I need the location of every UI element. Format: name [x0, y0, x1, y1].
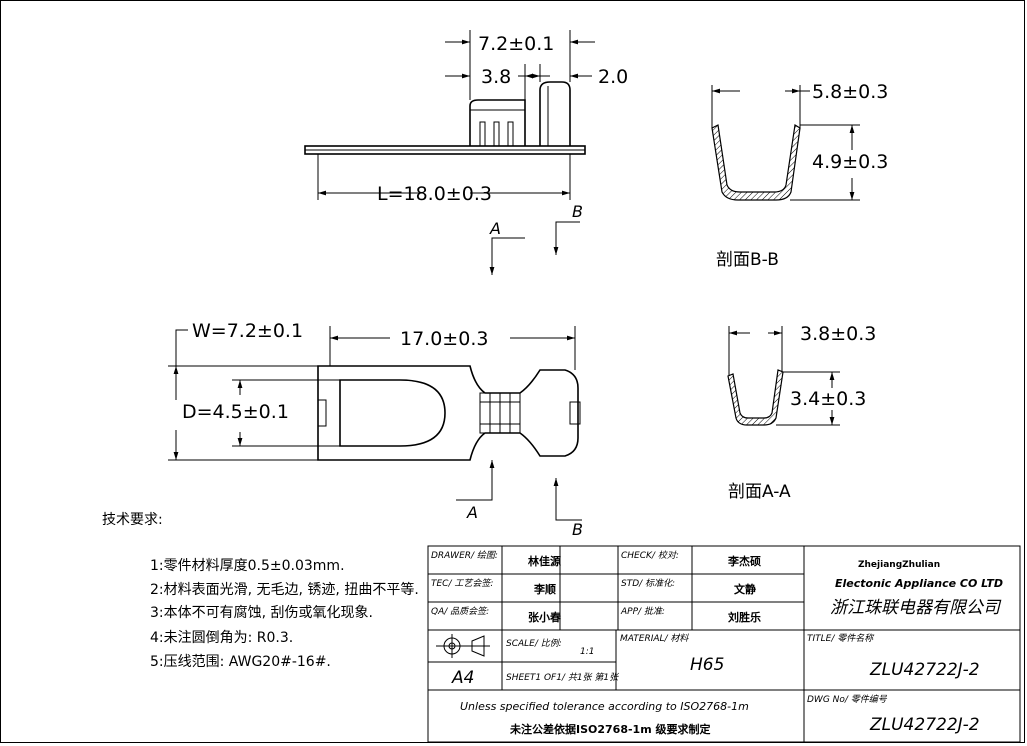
tb-material: H65 — [690, 655, 724, 675]
tb-dwg-label: DWG No/ 零件编号 — [807, 694, 888, 705]
tb-std-label: STD/ 标准化: — [621, 578, 675, 589]
tb-title-label: TITLE/ 零件名称 — [807, 633, 875, 644]
tb-dwg: ZLU42722J-2 — [869, 715, 980, 735]
tb-qa-label: QA/ 品质会签: — [431, 606, 489, 617]
dim-bb-width: 5.8±0.3 — [812, 81, 888, 103]
tb-std: 文静 — [734, 582, 756, 596]
dim-top-tab: 2.0 — [598, 66, 628, 88]
tb-tolerance-cn: 未注公差依据ISO2768-1m 级要求制定 — [509, 722, 711, 736]
tb-scale: 1:1 — [580, 647, 594, 657]
tb-company-1: ZhejiangZhulian — [858, 560, 940, 570]
side-view: 7.2±0.1 3.8 2.0 L=18.0±0.3 A B — [304, 30, 628, 275]
section-mark-a-bottom: A — [466, 503, 478, 522]
note-3: 3:本体不可有腐蚀, 刮伤或氧化现象. — [150, 604, 373, 621]
dim-length: L=18.0±0.3 — [377, 183, 492, 205]
section-mark-a-top: A — [489, 219, 501, 238]
section-title-bb: 剖面B-B — [716, 250, 779, 270]
tb-material-label: MATERIAL/ 材料 — [620, 633, 689, 644]
dim-top-width: 7.2±0.1 — [478, 33, 554, 55]
section-aa: 3.8±0.3 3.4±0.3 剖面A-A — [727, 323, 876, 502]
section-title-aa: 剖面A-A — [728, 482, 791, 502]
tb-qa: 张小春 — [528, 610, 562, 624]
tb-company-cn: 浙江珠联电器有限公司 — [830, 598, 1002, 618]
section-bb: 5.8±0.3 4.9±0.3 剖面B-B — [711, 81, 888, 270]
note-4: 4:未注圆倒角为: R0.3. — [150, 630, 293, 646]
tb-check: 李杰硕 — [727, 554, 761, 568]
tb-drawer-label: DRAWER/ 绘图: — [431, 550, 498, 561]
note-5: 5:压线范围: AWG20#-16#. — [150, 653, 331, 670]
tb-tec-label: TEC/ 工艺会签: — [431, 578, 493, 589]
notes-title: 技术要求: — [102, 512, 163, 528]
tb-app-label: APP/ 批准: — [620, 606, 665, 617]
tb-check-label: CHECK/ 校对: — [621, 550, 679, 561]
projection-symbol-icon — [436, 634, 490, 658]
tb-scale-label: SCALE/ 比例: — [506, 638, 562, 649]
note-2: 2:材料表面光滑, 无毛边, 锈迹, 扭曲不平等. — [150, 581, 419, 598]
tb-title: ZLU42722J-2 — [869, 660, 980, 680]
dim-plan-width: W=7.2±0.1 — [192, 320, 303, 342]
title-block: DRAWER/ 绘图: 林佳源 CHECK/ 校对: 李杰硕 TEC/ 工艺会签… — [427, 545, 1021, 743]
plan-view: W=7.2±0.1 D=4.5±0.1 17.0±0.3 A B — [168, 320, 583, 539]
tb-app: 刘胜乐 — [728, 610, 761, 624]
technical-notes: 技术要求: 1:零件材料厚度0.5±0.03mm. 2:材料表面光滑, 无毛边,… — [102, 512, 419, 670]
dim-bb-height: 4.9±0.3 — [812, 151, 888, 173]
section-mark-b-bottom: B — [572, 520, 583, 539]
tb-size: A4 — [451, 668, 474, 688]
dim-plan-hole: D=4.5±0.1 — [182, 401, 289, 423]
dim-plan-length: 17.0±0.3 — [400, 328, 488, 350]
tb-company-2: Electonic Appliance CO LTD — [835, 577, 1003, 590]
tb-tec: 李顺 — [533, 582, 556, 596]
dim-top-slot: 3.8 — [481, 66, 511, 88]
tb-tolerance-en: Unless specified tolerance according to … — [460, 700, 749, 713]
dim-aa-height: 3.4±0.3 — [790, 388, 866, 410]
dim-aa-width: 3.8±0.3 — [800, 323, 876, 345]
note-1: 1:零件材料厚度0.5±0.03mm. — [150, 558, 345, 574]
tb-drawer: 林佳源 — [528, 554, 561, 568]
tb-sheet: SHEET1 OF1/ 共1张 第1张 — [506, 672, 620, 683]
section-mark-b-top: B — [572, 202, 583, 221]
